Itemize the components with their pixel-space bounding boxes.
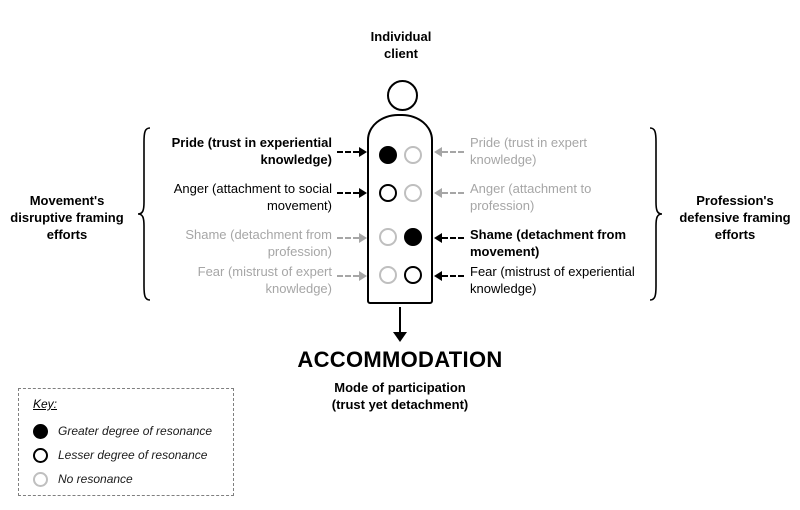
- arrow-head: [359, 233, 367, 243]
- legend-item-lesser: Lesser degree of resonance: [33, 443, 219, 467]
- arrow-dash: [442, 192, 464, 194]
- arrow-dash: [442, 237, 464, 239]
- arrow-dash: [337, 192, 359, 194]
- trust-yet-detachment-label: (trust yet detachment): [331, 397, 469, 412]
- outcome-arrow-head-icon: [393, 332, 407, 342]
- mode-of-participation-label: Mode of participation: [334, 380, 466, 395]
- legend-label: Greater degree of resonance: [58, 424, 213, 438]
- arrow-dash: [442, 275, 464, 277]
- lesser-resonance-dot: [33, 447, 48, 463]
- right-brace-icon: [649, 127, 663, 301]
- right-arrow-anger-icon: [434, 188, 464, 198]
- arrow-head: [359, 271, 367, 281]
- arrow-head: [359, 147, 367, 157]
- individual-client-label: Individual client: [370, 29, 432, 61]
- person-head-icon: [387, 80, 418, 111]
- pride-movement-dot: [378, 146, 397, 164]
- left-label-shame: Shame (detachment from profession): [185, 227, 332, 259]
- arrow-dash: [337, 275, 359, 277]
- arrow-head: [434, 271, 442, 281]
- pride-profession-dot: [403, 146, 422, 164]
- left-label-fear: Fear (mistrust of expert knowledge): [197, 264, 332, 296]
- left-arrow-fear-icon: [337, 271, 367, 281]
- shame-profession-dot: [403, 228, 422, 246]
- arrow-head: [359, 188, 367, 198]
- shame-movement-dot: [378, 228, 397, 246]
- left-arrow-pride-icon: [337, 147, 367, 157]
- legend-title: Key:: [33, 397, 58, 411]
- right-label-pride: Pride (trust in expert knowledge): [470, 135, 588, 167]
- resonance-row-pride: [369, 146, 431, 164]
- arrow-dash: [337, 151, 359, 153]
- arrow-head: [434, 147, 442, 157]
- right-arrow-fear-icon: [434, 271, 464, 281]
- fear-profession-dot: [403, 266, 422, 284]
- left-arrow-anger-icon: [337, 188, 367, 198]
- arrow-head: [434, 233, 442, 243]
- left-arrow-shame-icon: [337, 233, 367, 243]
- arrow-head: [434, 188, 442, 198]
- anger-profession-dot: [403, 184, 422, 202]
- no-resonance-dot: [33, 471, 48, 487]
- person-body: [367, 114, 433, 304]
- right-label-fear: Fear (mistrust of experiential knowledge…: [470, 264, 635, 296]
- anger-movement-dot: [378, 184, 397, 202]
- legend-box: Key: Greater degree of resonance Lesser …: [18, 388, 234, 496]
- legend-item-none: No resonance: [33, 467, 219, 491]
- outcome-arrow-line: [399, 307, 401, 333]
- legend-item-greater: Greater degree of resonance: [33, 419, 219, 443]
- arrow-dash: [442, 151, 464, 153]
- arrow-dash: [337, 237, 359, 239]
- fear-movement-dot: [378, 266, 397, 284]
- resonance-row-anger: [369, 184, 431, 202]
- right-arrow-pride-icon: [434, 147, 464, 157]
- left-brace-icon: [137, 127, 151, 301]
- accommodation-title: ACCOMMODATION: [297, 347, 503, 372]
- right-arrow-shame-icon: [434, 233, 464, 243]
- legend-label: Lesser degree of resonance: [58, 448, 208, 462]
- left-label-anger: Anger (attachment to social movement): [173, 181, 332, 213]
- right-label-anger: Anger (attachment to profession): [470, 181, 592, 213]
- resonance-row-fear: [369, 266, 431, 284]
- profession-heading: Profession's defensive framing efforts: [679, 193, 791, 242]
- right-label-shame: Shame (detachment from movement): [470, 227, 627, 259]
- movement-heading: Movement's disruptive framing efforts: [10, 193, 124, 242]
- left-label-pride: Pride (trust in experiential knowledge): [171, 135, 332, 167]
- legend-label: No resonance: [58, 472, 133, 486]
- resonance-row-shame: [369, 228, 431, 246]
- greater-resonance-dot: [33, 423, 48, 439]
